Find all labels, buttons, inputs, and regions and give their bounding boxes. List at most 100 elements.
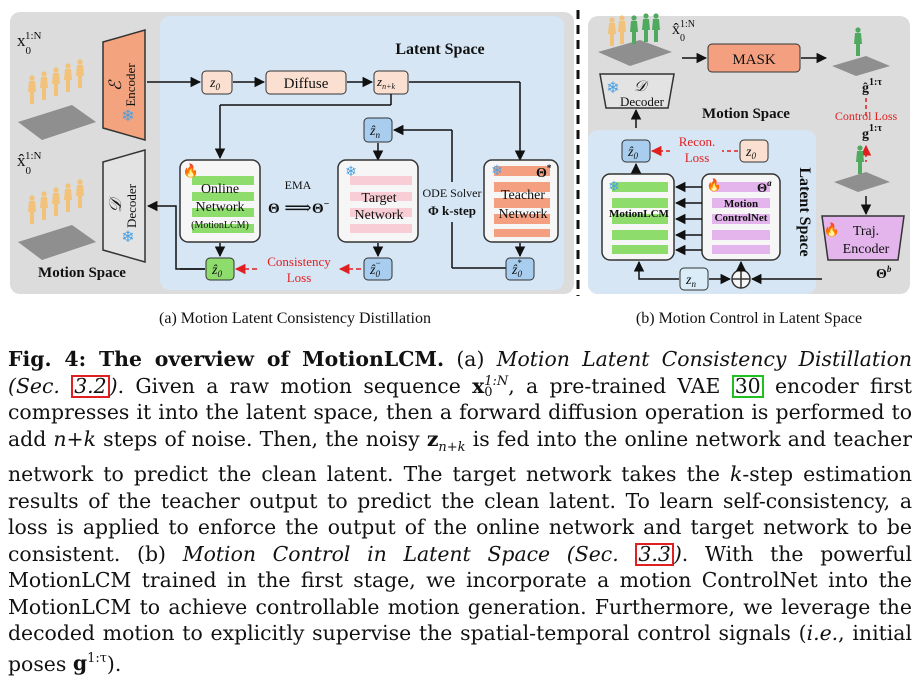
caption-text: (a) bbox=[444, 347, 497, 371]
math-k: k bbox=[730, 462, 743, 487]
z0-hat-online-label: ẑ0 bbox=[211, 263, 222, 279]
caption-italic: Motion Control in Latent Space (Sec. bbox=[182, 541, 636, 566]
z0-label-b: z0 bbox=[745, 145, 756, 161]
caption-text: encoder first compresses it into the lat… bbox=[8, 373, 913, 451]
math-nk: n+k bbox=[53, 426, 96, 451]
z0-label: z0 bbox=[209, 76, 220, 92]
fire-icon: 🔥 bbox=[707, 178, 722, 192]
z0-hat-target-box bbox=[363, 257, 393, 281]
znk-label: zn+k bbox=[376, 74, 395, 91]
output-x-label: x̂01:N bbox=[17, 150, 42, 177]
online-network-label-2: Network bbox=[196, 200, 245, 215]
snowflake-icon: ❄ bbox=[606, 80, 619, 97]
diffuse-box bbox=[265, 70, 347, 95]
input-motion-graphic bbox=[18, 59, 96, 140]
g-hat-label: ĝ1:τ bbox=[862, 77, 882, 96]
diffuse-label: Diffuse bbox=[284, 76, 329, 92]
zn-label-b: zn bbox=[685, 273, 696, 289]
traj-encoder-label-1: Traj. bbox=[853, 224, 879, 239]
section-ref-link[interactable]: 3.3 bbox=[635, 542, 674, 566]
caption-italic: ) bbox=[109, 373, 118, 398]
citation-link[interactable]: 30 bbox=[731, 374, 764, 398]
z0-hat-label-b: ẑ0 bbox=[627, 145, 638, 161]
caption-text: steps of noise. Then, the noisy bbox=[96, 426, 427, 451]
decoder-letter: 𝒟 bbox=[106, 196, 125, 213]
z0-hat-online-box bbox=[205, 257, 235, 281]
motion-space-label-b: Motion Space bbox=[702, 106, 790, 122]
theta-b-label: Θb bbox=[876, 264, 892, 282]
target-network-label-1: Target bbox=[361, 191, 396, 206]
encoder-label: Encoder bbox=[123, 63, 138, 107]
theta-star-label: Θ* bbox=[536, 163, 552, 181]
ema-label: EMA bbox=[285, 178, 312, 192]
ode-solver-label: ODE Solver bbox=[423, 186, 482, 200]
caption-text: is fed into the online network and teach… bbox=[8, 426, 912, 487]
consistency-loss-label-2: Loss bbox=[287, 270, 312, 285]
online-network-block: 🔥 Online Network (MotionLCM) bbox=[179, 159, 261, 243]
z0-hat-target-label: ẑ0− bbox=[369, 258, 381, 279]
phi-label: Φ k-step bbox=[428, 203, 476, 218]
subcaption-a: (a) Motion Latent Consistency Distillati… bbox=[159, 310, 431, 327]
input-x-label: x01:N bbox=[17, 30, 42, 57]
ema-arrow-icon: ⟹ bbox=[284, 198, 311, 219]
controlnet-label-1: Motion bbox=[724, 198, 758, 210]
target-network-label-2: Network bbox=[355, 208, 404, 223]
mask-label: MASK bbox=[732, 52, 776, 68]
caption-text: -step estimation results of the teacher … bbox=[8, 462, 913, 566]
zn-box-b bbox=[679, 267, 709, 291]
teacher-network-label-2: Network bbox=[499, 207, 548, 222]
teacher-network-label-1: Teacher bbox=[501, 188, 545, 203]
fire-icon: 🔥 bbox=[183, 163, 199, 178]
zn-hat-box bbox=[363, 117, 393, 143]
latent-space-title-b: Latent Space bbox=[796, 167, 813, 256]
snowflake-icon: ❄ bbox=[491, 164, 503, 179]
traj-encoder-label-2: Encoder bbox=[843, 242, 890, 257]
section-ref-link[interactable]: 3.2 bbox=[71, 374, 110, 398]
snowflake-icon: ❄ bbox=[345, 165, 357, 180]
target-network-block: ❄ Target Network bbox=[337, 159, 419, 243]
fire-icon: 🔥 bbox=[824, 222, 840, 237]
caption-text: ). bbox=[106, 651, 122, 676]
controlnet-block: 🔥 Θa Motion ControlNet bbox=[701, 173, 781, 261]
recon-loss-label-1: Recon. bbox=[679, 134, 715, 149]
caption-italic: i.e. bbox=[806, 621, 839, 646]
masked-motion-graphic bbox=[832, 27, 890, 76]
mask-box bbox=[707, 43, 801, 73]
theta-label: Θ bbox=[268, 201, 280, 217]
z0-hat-teacher-label: ẑ0* bbox=[511, 258, 522, 279]
zn-hat-label: ẑn bbox=[369, 124, 380, 140]
motionlcm-block: ❄ MotionLCM bbox=[601, 173, 675, 261]
right-decoder-letter: 𝒟 bbox=[634, 79, 649, 95]
snowflake-icon: ❄ bbox=[608, 180, 620, 195]
theta-minus-label: Θ− bbox=[312, 199, 330, 217]
output-motion-graphic bbox=[18, 179, 96, 260]
teacher-network-block: ❄ Θ* Teacher Network bbox=[483, 159, 559, 243]
theta-a-label: Θa bbox=[757, 178, 772, 195]
caption-text: , initial poses bbox=[8, 621, 912, 676]
traj-encoder-block: 🔥 Traj. Encoder bbox=[821, 215, 905, 261]
z0-hat-teacher-box bbox=[505, 257, 535, 281]
controlnet-label-2: ControlNet bbox=[715, 212, 768, 224]
decoder-block-a: 𝒟 Decoder ❄ bbox=[102, 149, 146, 263]
decoder-label: Decoder bbox=[124, 183, 139, 228]
figure-caption: Fig. 4: The overview of MotionLCM. (a) M… bbox=[8, 346, 912, 677]
z0-box-a bbox=[201, 70, 233, 95]
decoder-block-b: ❄ 𝒟 Decoder bbox=[599, 73, 675, 109]
right-input-x-label: x̂01:N bbox=[672, 19, 695, 44]
consistency-loss-label-1: Consistency bbox=[267, 254, 331, 269]
caption-italic: Motion Latent Consistency Distillation (… bbox=[8, 347, 913, 398]
caption-italic: ) bbox=[673, 541, 682, 566]
control-loss-label: Control Loss bbox=[835, 109, 898, 123]
control-signal-motion-graphic bbox=[834, 145, 890, 192]
encoder-block-a: ℰ Encoder ❄ bbox=[102, 29, 146, 141]
caption-text: . With the powerful MotionLCM trained in… bbox=[8, 541, 912, 646]
motionlcm-label: MotionLCM bbox=[609, 208, 670, 220]
snowflake-icon: ❄ bbox=[121, 229, 134, 246]
latent-space-title-a: Latent Space bbox=[395, 41, 484, 58]
subcaption-b: (b) Motion Control in Latent Space bbox=[636, 310, 862, 327]
encoder-letter: ℰ bbox=[106, 79, 125, 91]
right-decoder-label: Decoder bbox=[620, 94, 665, 109]
recon-loss-label-2: Loss bbox=[685, 150, 710, 165]
caption-text: , a pre-trained VAE bbox=[508, 373, 732, 398]
